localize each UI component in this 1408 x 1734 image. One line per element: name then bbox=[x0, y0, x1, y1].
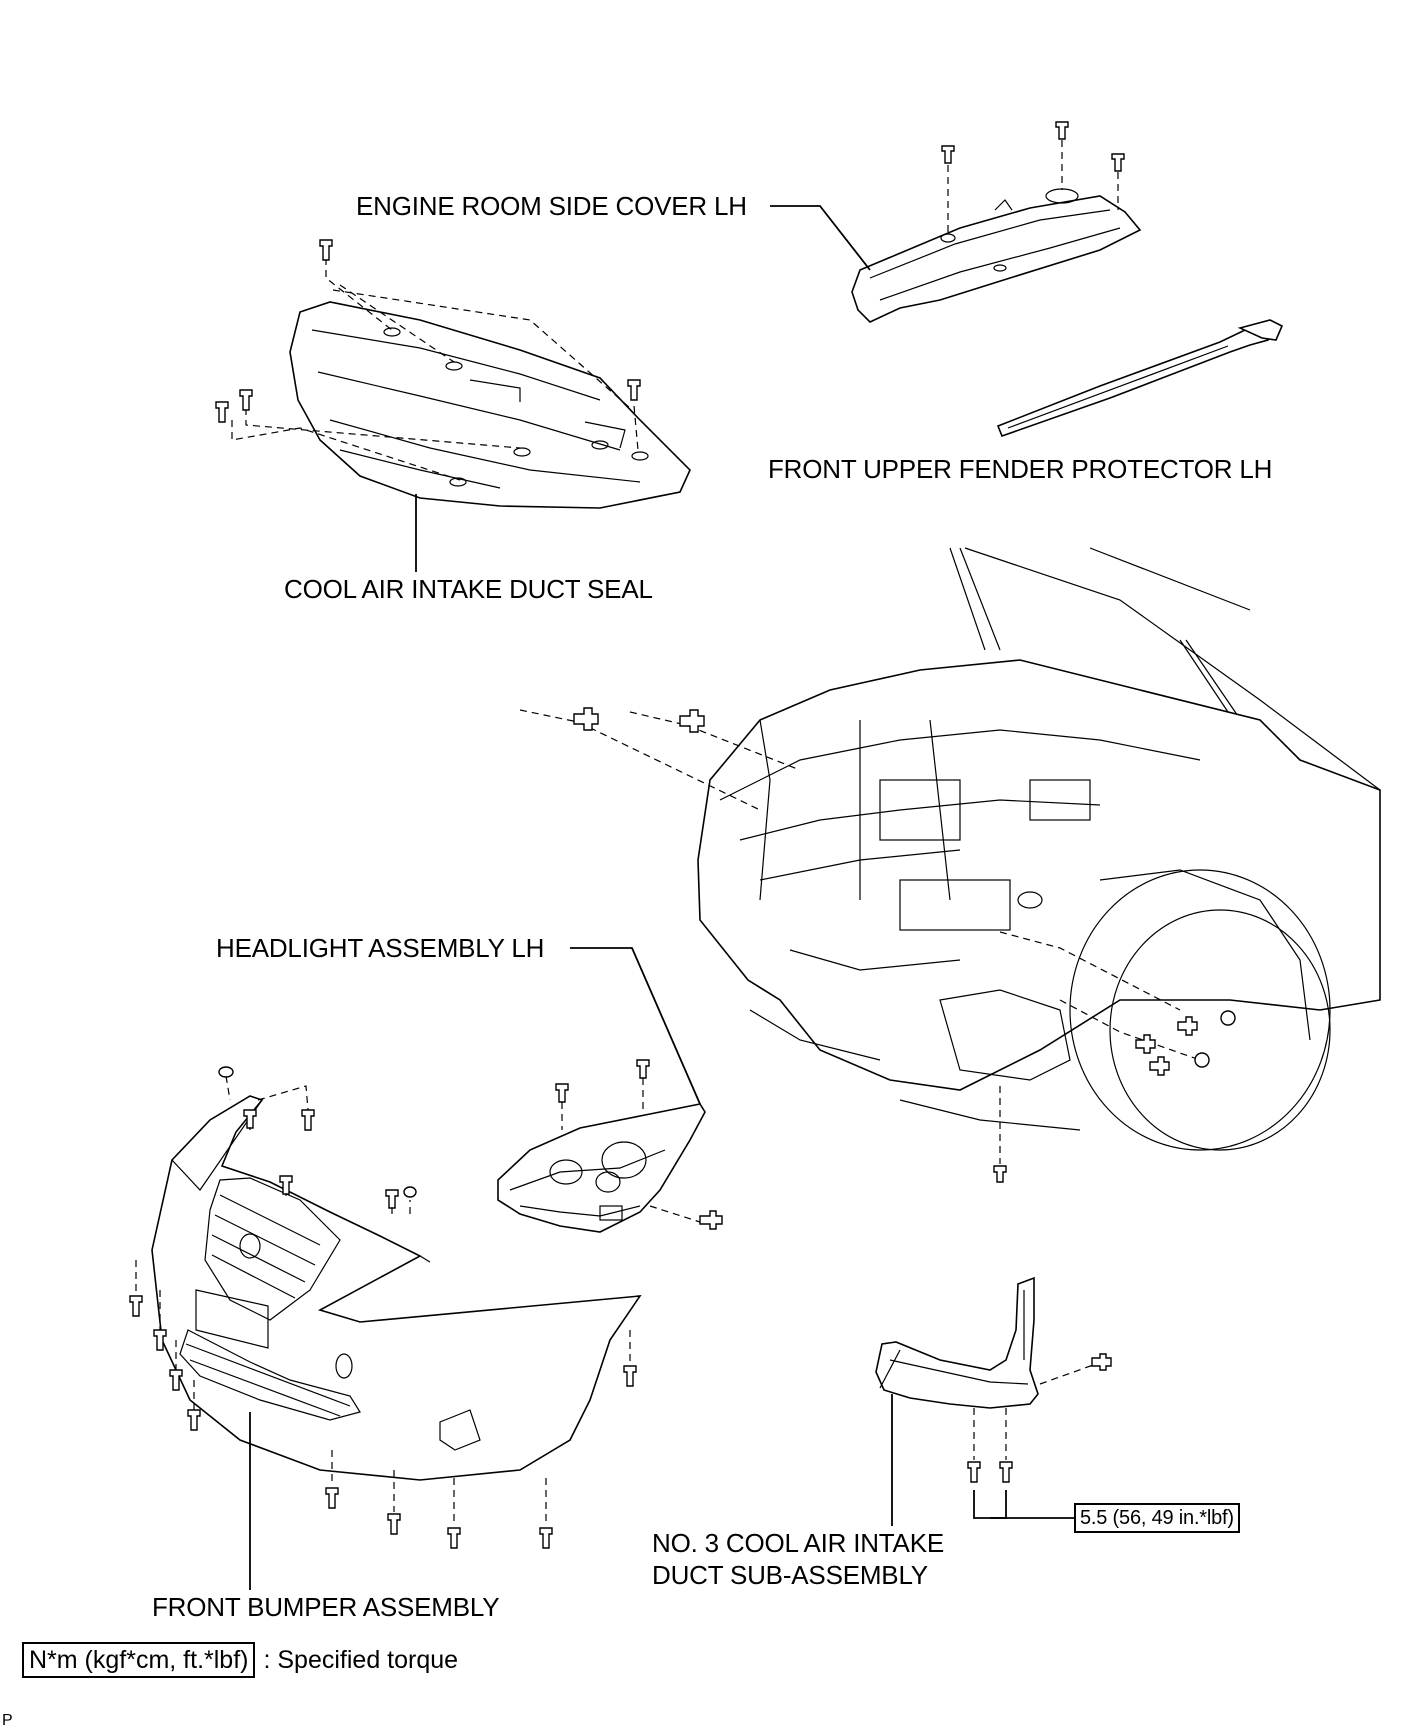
label-no3-duct-line1: NO. 3 COOL AIR INTAKE bbox=[652, 1528, 944, 1558]
torque-callout-leader bbox=[973, 1490, 1007, 1519]
engine-room-side-cover-part bbox=[851, 188, 1142, 323]
duct-seal-fasteners bbox=[215, 239, 641, 481]
torque-spec-box: 5.5 (56, 49 in.*lbf) bbox=[1074, 1503, 1240, 1533]
label-headlight-assembly: HEADLIGHT ASSEMBLY LH bbox=[216, 933, 545, 963]
vehicle-body-part bbox=[697, 547, 1381, 1151]
side-cover-fasteners bbox=[941, 121, 1125, 234]
no3-duct-fasteners bbox=[967, 1353, 1112, 1483]
front-bumper-fasteners bbox=[129, 1066, 637, 1549]
label-front-upper-fender-protector: FRONT UPPER FENDER PROTECTOR LH bbox=[768, 454, 1273, 484]
label-cool-air-intake-duct-seal: COOL AIR INTAKE DUCT SEAL bbox=[284, 574, 653, 604]
corner-mark: P bbox=[2, 1712, 13, 1729]
duct-seal-part bbox=[289, 301, 691, 509]
label-engine-room-side-cover: ENGINE ROOM SIDE COVER LH bbox=[356, 191, 747, 221]
fender-protector-part bbox=[996, 319, 1284, 438]
label-front-bumper-assembly: FRONT BUMPER ASSEMBLY bbox=[152, 1592, 500, 1622]
side-cover-leader bbox=[770, 205, 871, 271]
headlight-assembly-part bbox=[497, 1103, 706, 1233]
no3-duct-part bbox=[875, 1276, 1039, 1409]
vehicle-body-fasteners bbox=[519, 707, 1236, 1183]
legend-unit-box: N*m (kgf*cm, ft.*lbf) bbox=[22, 1642, 256, 1678]
headlight-fasteners bbox=[555, 1059, 723, 1230]
legend: N*m (kgf*cm, ft.*lbf) : Specified torque bbox=[22, 1642, 458, 1678]
label-no3-duct-line2: DUCT SUB-ASSEMBLY bbox=[652, 1560, 928, 1590]
headlight-leader bbox=[570, 947, 701, 1105]
legend-description: : Specified torque bbox=[263, 1645, 459, 1674]
